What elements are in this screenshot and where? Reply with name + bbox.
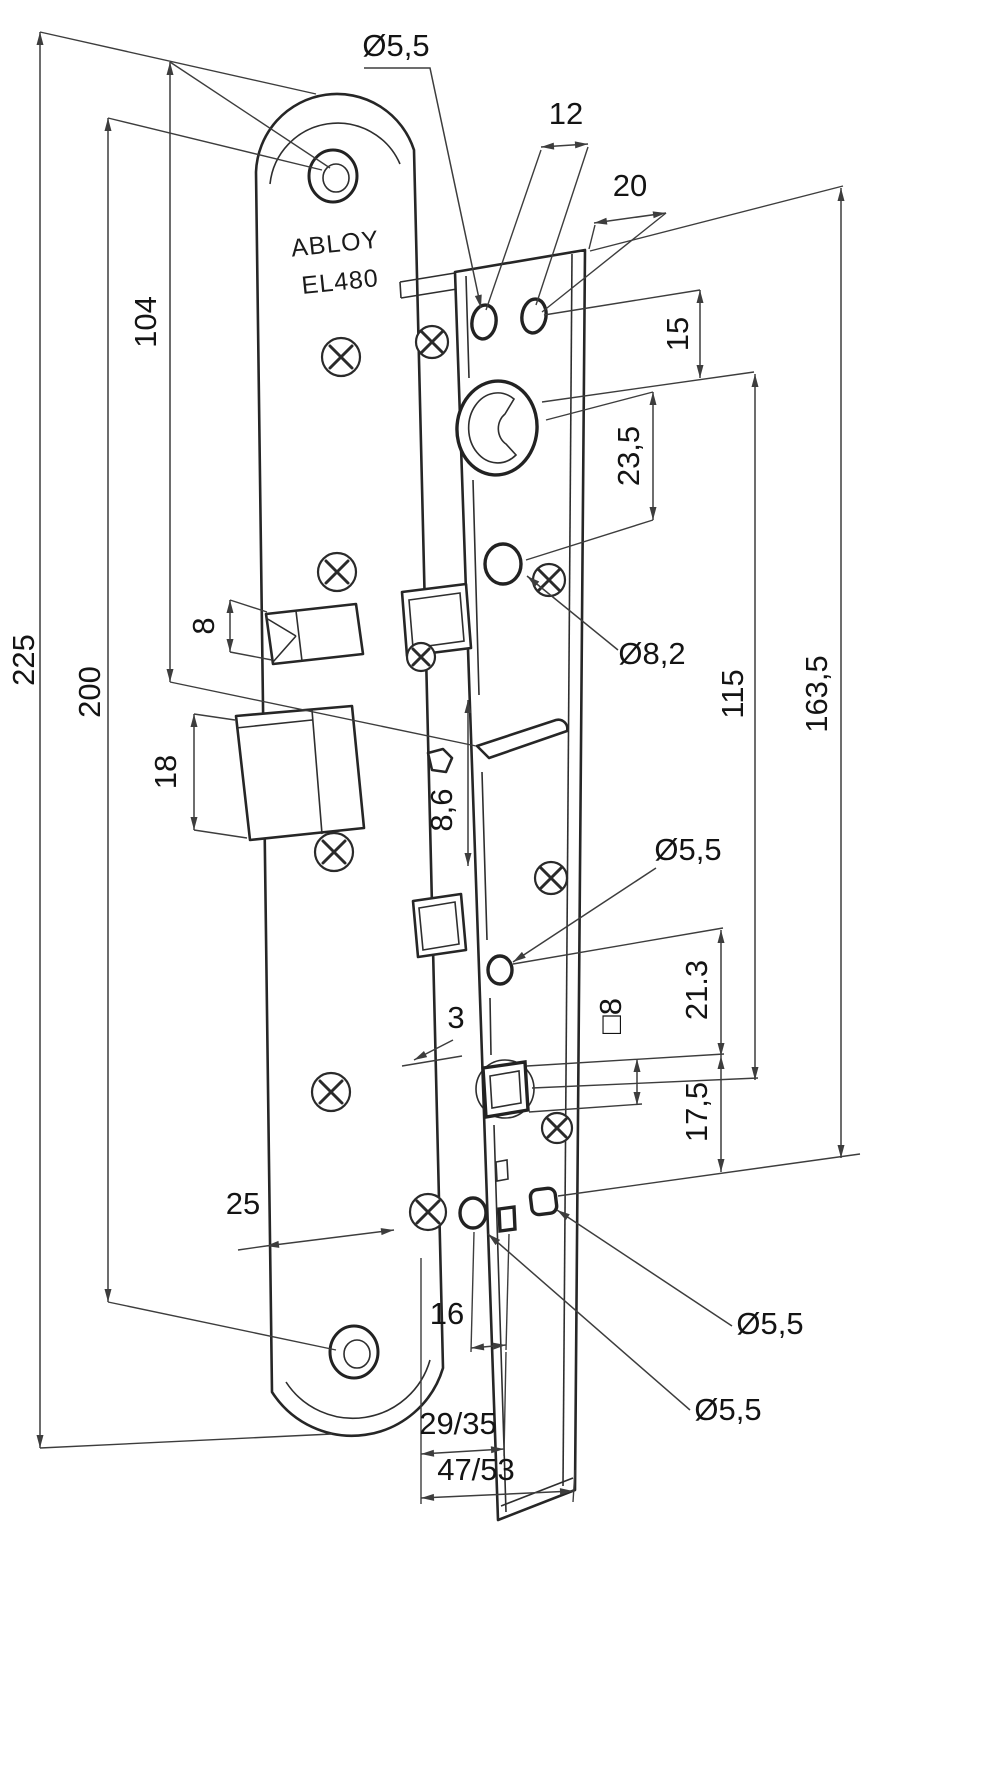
dim-dia5-5-top: Ø5,5: [362, 28, 482, 309]
dim-104: 104: [128, 61, 477, 747]
faceplate-bottom-hole: [328, 1324, 380, 1380]
dim-21-3: 21.3: [512, 927, 725, 1067]
dim-label-115: 115: [715, 669, 750, 718]
aux-slot: [411, 892, 468, 959]
dim-label-163-5: 163,5: [799, 655, 834, 733]
dim-16: 16: [430, 1231, 510, 1353]
cylinder-hole: [455, 379, 539, 477]
deadbolt: [234, 704, 366, 842]
screw: [313, 831, 355, 873]
dim-label-dia8-2: Ø8,2: [618, 636, 685, 671]
dim-label-dia5-5-bottom-lower: Ø5,5: [694, 1392, 761, 1427]
dim-17-5: 17,5: [679, 1056, 725, 1172]
dim-label-225: 225: [6, 634, 41, 686]
dim-label-200: 200: [72, 666, 107, 718]
screw: [316, 551, 358, 593]
dim-23-5: 23,5: [525, 391, 657, 561]
dim-dia8-2: Ø8,2: [526, 575, 686, 671]
dim-dia5-5-bottom-upper: Ø5,5: [556, 1209, 804, 1341]
bottom-hole-right: [528, 1186, 559, 1217]
dim-12: 12: [485, 96, 589, 311]
dim-47-53: 47/53: [420, 1452, 576, 1503]
hole-8-2: [483, 542, 523, 586]
bottom-hole-left: [458, 1196, 488, 1230]
bottom-hole-middle: [497, 1205, 517, 1233]
screw: [533, 860, 569, 896]
dim-label-21-3: 21.3: [679, 960, 714, 1020]
dim-label-8-6: 8,6: [424, 788, 459, 831]
dim-label-dia5-5-bottom-upper: Ø5,5: [736, 1306, 803, 1341]
screw: [320, 336, 362, 378]
dim-dia5-5-mid: Ø5,5: [512, 832, 722, 963]
lever-tab: [475, 718, 569, 760]
mid-hole-5-5: [486, 954, 514, 986]
dim-label-47-53: 47/53: [437, 1452, 515, 1487]
dim-label-29-35: 29/35: [419, 1406, 497, 1441]
small-slot: [495, 1159, 509, 1182]
dim-29-35: 29/35: [419, 1258, 507, 1504]
dim-dia5-5-bottom-lower: Ø5,5: [487, 1233, 762, 1427]
dim-label-3: 3: [447, 1000, 464, 1035]
dim-label-25: 25: [226, 1186, 260, 1221]
faceplate-top-hole: [307, 148, 359, 204]
screw: [310, 1071, 352, 1113]
top-oval-hole-left: [470, 303, 498, 341]
dim-8: 8: [186, 599, 273, 661]
spindle-square-hole: [475, 1059, 535, 1119]
screw: [540, 1111, 574, 1145]
screw: [405, 641, 437, 673]
dim-163-5: 163,5: [557, 185, 861, 1197]
dim-25: 25: [226, 1186, 395, 1251]
dim-15: 15: [541, 289, 755, 403]
dim-115: 115: [531, 374, 759, 1089]
dim-3: 3: [401, 1000, 465, 1067]
top-oval-hole-right: [520, 297, 548, 335]
dim-label-15: 15: [660, 317, 695, 351]
screw: [408, 1192, 448, 1232]
dim-label-dia5-5-mid: Ø5,5: [654, 832, 721, 867]
dim-label-square8: □8: [593, 998, 628, 1034]
dim-225: 225: [6, 31, 333, 1449]
follower-pin: [426, 747, 454, 774]
dim-label-8: 8: [186, 617, 221, 634]
screw: [531, 562, 567, 598]
dim-square8: □8: [528, 998, 643, 1113]
dim-label-12: 12: [549, 96, 583, 131]
dimensions: 225 200 104 8 18: [6, 28, 861, 1504]
dim-200: 200: [72, 117, 337, 1351]
dim-20: 20: [541, 168, 667, 313]
dim-label-104: 104: [128, 296, 163, 348]
follower-lever: [426, 718, 569, 774]
dim-label-dia5-5-top: Ø5,5: [362, 28, 429, 63]
dim-label-20: 20: [613, 168, 647, 203]
screw: [414, 324, 450, 360]
dim-label-23-5: 23,5: [611, 426, 646, 486]
dim-label-16: 16: [430, 1296, 464, 1331]
screws: [310, 324, 574, 1232]
latch-bolt: [264, 582, 473, 666]
dim-18: 18: [148, 713, 248, 839]
dim-label-18: 18: [148, 755, 183, 789]
dim-8-6: 8,6: [424, 700, 472, 866]
dim-label-17-5: 17,5: [679, 1082, 714, 1142]
